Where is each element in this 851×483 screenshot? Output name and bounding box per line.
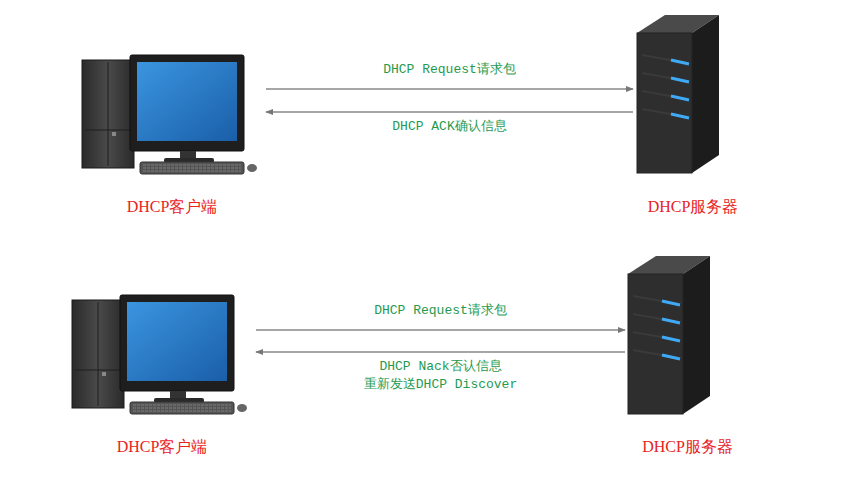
device-label: DHCP服务器 [648,197,739,217]
message-arrow [256,351,625,353]
message-arrow [266,88,633,90]
device-node: DHCP客户端 [68,285,256,457]
message-arrow [266,111,633,113]
device-node: DHCP客户端 [78,45,266,217]
device-label: DHCP服务器 [642,437,733,457]
device-node: DHCP服务器 [625,252,750,457]
device-label: DHCP客户端 [127,197,218,217]
message-label: DHCP Request请求包 [372,302,509,320]
message-label: DHCP Nack否认信息 重新发送DHCP Discover [354,358,528,394]
device-label: DHCP客户端 [117,437,208,457]
message-arrow [256,329,625,331]
message-label: DHCP ACK确认信息 [390,118,508,136]
message-label: DHCP Request请求包 [381,61,518,79]
device-node: DHCP服务器 [633,10,753,217]
